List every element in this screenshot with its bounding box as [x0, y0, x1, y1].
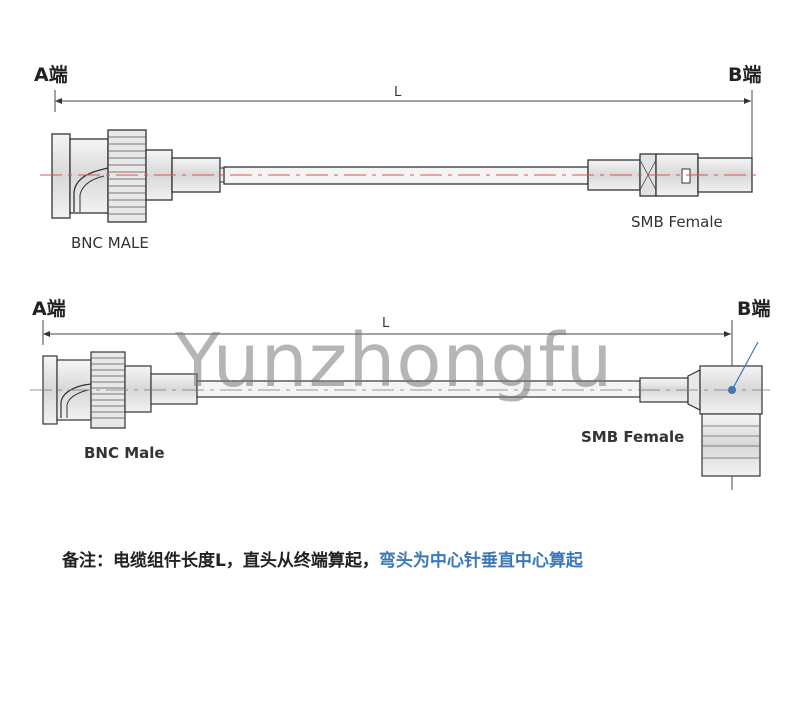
length-label-1: L	[394, 85, 402, 100]
diagram-2	[30, 320, 770, 490]
length-label-2: L	[382, 316, 390, 331]
diagram-1	[40, 90, 762, 223]
watermark: Yunzhongfu	[175, 318, 614, 404]
smb-female-right-angle-connector	[639, 341, 763, 477]
end-a-label-2: A端	[32, 298, 66, 320]
end-a-label-1: A端	[34, 64, 68, 86]
connector-a-label-2: BNC Male	[84, 444, 165, 462]
footnote-prefix: 备注：电缆组件长度L，直头从终端算起，	[62, 551, 379, 571]
footnote: 备注：电缆组件长度L，直头从终端算起，弯头为中心针垂直中心算起	[62, 546, 583, 571]
end-b-label-1: B端	[728, 64, 762, 86]
end-b-label-2: B端	[737, 298, 771, 320]
connector-a-label-1: BNC MALE	[71, 234, 149, 252]
connector-b-label-2: SMB Female	[581, 428, 685, 446]
footnote-highlight: 弯头为中心针垂直中心算起	[378, 551, 583, 571]
connector-b-label-1: SMB Female	[631, 213, 723, 231]
bnc-male-connector-1	[51, 129, 225, 223]
